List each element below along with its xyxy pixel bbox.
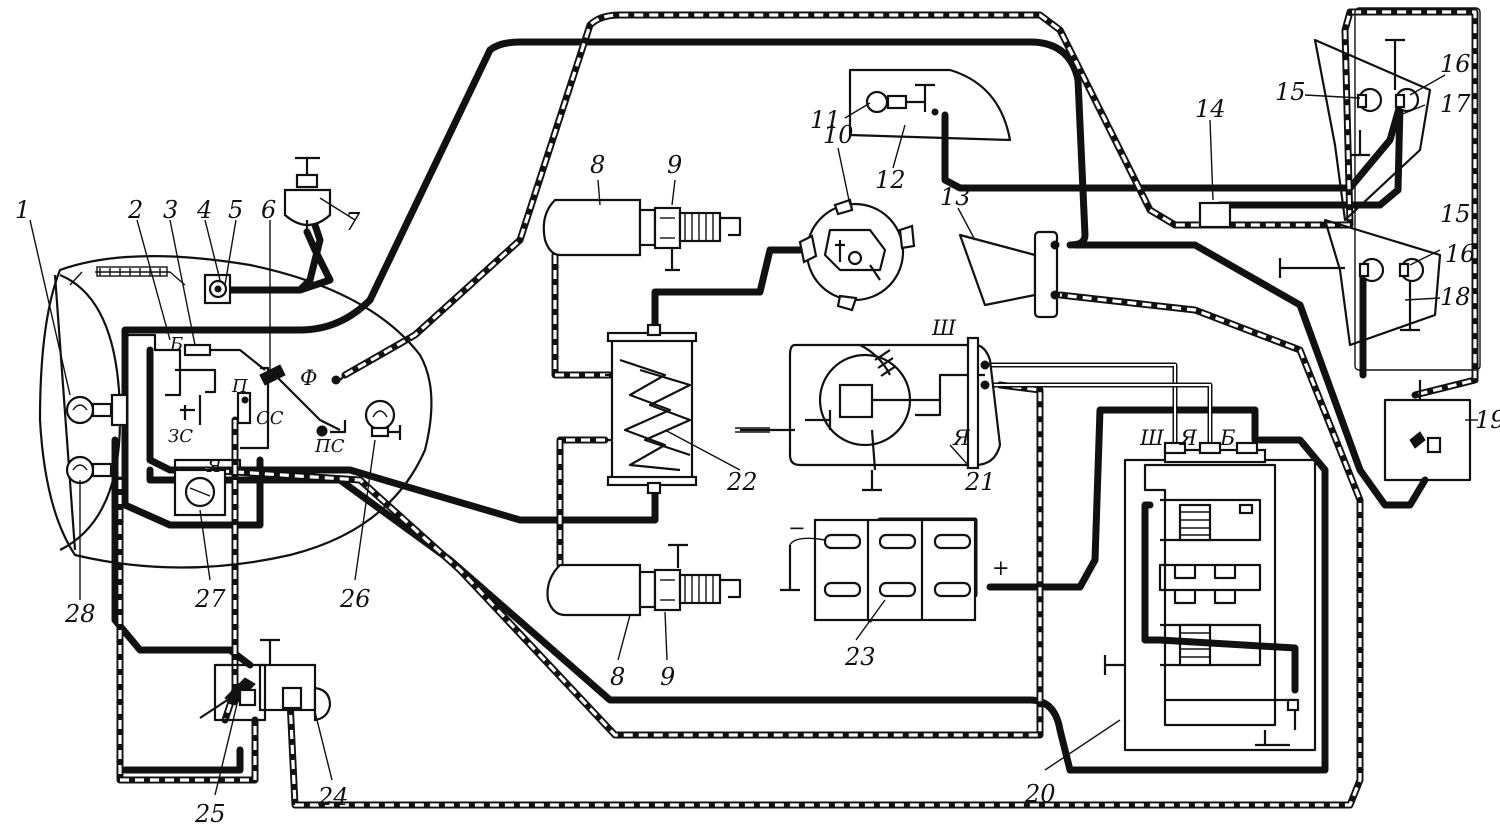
callout-20: 20 [1024,780,1056,808]
rear-light-lower [1278,218,1442,347]
rear-housing-outline [1354,7,1481,371]
callout-16b: 16 [1445,240,1476,268]
callout-14: 14 [1195,95,1226,123]
wire-dashed-lower-loop [116,291,1364,809]
wire-coil-to-distributor [651,246,804,334]
wire-regulator-internal [1141,501,1299,694]
wire-dashed-outer-loop [341,11,1154,379]
callout-9a: 9 [667,151,682,179]
wire-upper-tail [941,101,1404,192]
callout-6: 6 [261,196,276,224]
callout-3: 3 [163,196,178,224]
wire-regulator-to-switch [146,436,1329,774]
wire-oil-sender [296,228,334,294]
term-switch-f: Ф [300,366,317,390]
callout-27: 27 [194,585,226,613]
wire-lower-tail-junction [1071,241,1429,509]
wire-left-loom [121,336,264,529]
callout-19: 19 [1475,406,1500,434]
leader-lines [29,74,1478,796]
wires [111,8,1479,809]
callout-23: 23 [844,643,876,671]
callout-5: 5 [228,196,243,224]
spark-plug-lower [653,543,742,612]
spring [95,268,170,276]
term-switch-b: Б [169,334,183,355]
callout-21: 21 [964,468,996,496]
callout-12: 12 [875,166,906,194]
callout-numbers: 1 2 3 4 5 6 7 8 9 10 11 12 13 14 15 16 1… [15,50,1500,828]
distributor [798,198,916,312]
battery [780,518,977,622]
term-regulator-ya: Я [1179,426,1198,450]
callout-9b: 9 [660,663,675,691]
number-plate-lamp [848,68,1012,142]
spark-plug-upper [653,206,742,272]
ignition-coil-switch [173,458,242,517]
wire-horn-lead [121,746,244,774]
callout-18: 18 [1440,283,1471,311]
panel-lamp [364,399,402,440]
wire-dashed-switch-to-ignition [221,416,239,724]
callout-8b: 8 [610,663,625,691]
rear-light-upper [1313,38,1432,222]
term-switch-ss: СС [256,408,284,429]
callout-17: 17 [1440,90,1471,118]
callout-22: 22 [726,468,758,496]
dimmer-switch-block [110,393,129,427]
spark-plug-cap-lower [546,563,657,617]
callout-28: 28 [64,600,96,628]
wire-tail-right [1216,101,1404,209]
oil-pressure-sender [283,156,332,235]
term-switch-zs: ЗС [168,426,193,447]
callout-10: 10 [823,121,854,149]
stop-light-switch [1383,380,1472,482]
wire-headlight-to-tail-upper [121,38,1089,344]
term-battery-minus: − [788,516,806,540]
wire-front-lamp-to-coil [146,346,659,524]
callout-15b: 15 [1440,200,1471,228]
spark-plug-cap-upper [542,198,657,257]
term-regulator-sh: Ш [1139,426,1165,450]
callout-8a: 8 [590,151,605,179]
generator [735,336,1002,492]
term-switch-ya: Я [206,456,222,477]
ignition-coil [605,323,698,495]
rear-lamp-connector [958,230,1060,319]
speedometer-lamp [203,273,232,305]
callout-26: 26 [339,585,371,613]
ignition-lock [199,663,267,722]
term-switch-ps: ПС [314,436,345,457]
callout-13: 13 [940,183,971,211]
headlight-bulb-lower [65,455,113,485]
callout-25: 25 [194,800,226,828]
connector-block [1198,201,1232,229]
callout-2: 2 [127,196,143,224]
term-generator-sh: Ш [931,316,957,340]
horn [258,638,332,722]
wire-dashed-spark-plugs [551,251,614,569]
headlight-housing [38,255,433,569]
callout-7: 7 [345,208,361,236]
callout-1: 1 [15,196,30,224]
term-switch-p: П [231,376,248,397]
callout-15a: 15 [1275,78,1306,106]
headlight-bulb-upper [65,395,113,425]
callout-24: 24 [317,783,349,811]
central-switch [125,333,347,450]
term-regulator-b: Б [1219,426,1235,450]
term-battery-plus: + [992,556,1010,580]
callout-4: 4 [196,196,212,224]
wire-battery-plus [986,406,1259,591]
voltage-regulator [1103,441,1317,752]
callout-16a: 16 [1440,50,1471,78]
callout-11: 11 [810,106,841,134]
term-generator-ya: Я [952,426,971,450]
wire-speedometer-light [221,221,324,294]
